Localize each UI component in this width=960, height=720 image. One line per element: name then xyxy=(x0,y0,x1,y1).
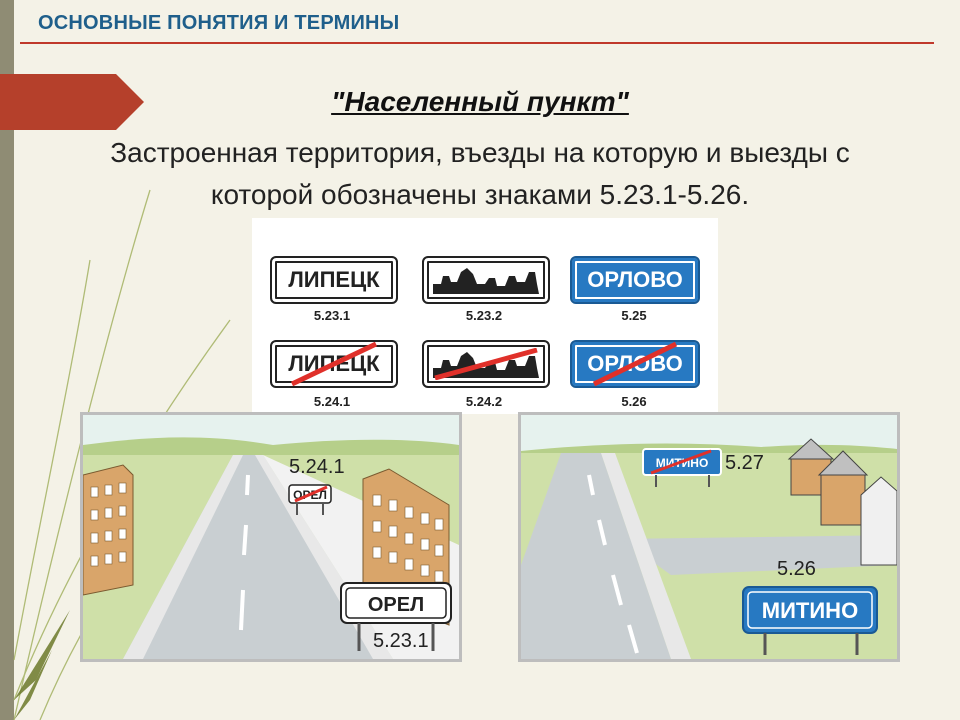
sign-5-25: ОРЛОВО xyxy=(570,256,700,304)
sign-code-5-24-2: 5.24.2 xyxy=(465,394,503,409)
scene-left-near-sign: ОРЕЛ 5.23.1 xyxy=(340,582,452,652)
sign-code-5-23-1: 5.23.1 xyxy=(313,308,351,323)
term-title: "Населенный пункт" xyxy=(331,86,629,117)
building-left xyxy=(83,464,134,596)
left-bar xyxy=(0,0,14,720)
sign-code-5-26: 5.26 xyxy=(621,394,647,409)
signs-panel: ЛИПЕЦК 5.23.1 5.23.2 ОРЛОВО 5.25 ЛИПЕЦК … xyxy=(252,218,718,414)
sign-code-5-25: 5.25 xyxy=(621,308,647,323)
definition-line-2: которой обозначены знаками 5.23.1-5.26. xyxy=(210,179,750,210)
city-silhouette-icon xyxy=(433,268,539,294)
houses xyxy=(787,438,897,566)
city-silhouette-crossed-icon xyxy=(433,348,539,380)
scene-left-entry-exit: 5.24.1 ОРЕЛ ОРЕЛ 5.23.1 xyxy=(80,412,462,662)
scene-left-near-code: 5.23.1 xyxy=(373,630,429,652)
sign-5-24-2 xyxy=(422,340,550,388)
page-header: ОСНОВНЫЕ ПОНЯТИЯ И ТЕРМИНЫ xyxy=(38,12,400,34)
sign-5-23-2 xyxy=(422,256,550,304)
scene-left-near-text: ОРЕЛ xyxy=(368,594,424,616)
sign-5-26: ОРЛОВО xyxy=(570,340,700,388)
scene-right-entry-exit: МИТИНО 5.27 5.26 МИТИНО xyxy=(518,412,900,662)
sign-5-25-text: ОРЛОВО xyxy=(587,267,683,292)
scene-right-illustration: МИТИНО 5.27 5.26 МИТИНО xyxy=(521,415,897,659)
sign-code-5-24-1: 5.24.1 xyxy=(313,394,351,409)
cross-out-icon xyxy=(290,342,378,386)
scene-left-far-sign: 5.24.1 ОРЕЛ xyxy=(288,456,345,515)
term-definition: Застроенная территория, въезды на котору… xyxy=(0,132,960,216)
scene-right-far-code: 5.27 xyxy=(725,452,764,474)
sign-5-24-1: ЛИПЕЦК xyxy=(270,340,398,388)
scene-left-far-code: 5.24.1 xyxy=(289,456,345,478)
sign-5-23-1: ЛИПЕЦК xyxy=(270,256,398,304)
sign-5-23-1-text: ЛИПЕЦК xyxy=(288,267,380,292)
definition-line-1: Застроенная территория, въезды на котору… xyxy=(110,137,850,168)
scene-left-illustration: 5.24.1 ОРЕЛ ОРЕЛ 5.23.1 xyxy=(83,415,459,659)
scene-right-near-text: МИТИНО xyxy=(762,598,858,623)
scene-right-near-sign: 5.26 МИТИНО xyxy=(742,558,878,655)
header-divider xyxy=(20,42,934,44)
sign-code-5-23-2: 5.23.2 xyxy=(465,308,503,323)
scene-right-far-sign: МИТИНО 5.27 xyxy=(642,448,764,487)
scene-right-near-code: 5.26 xyxy=(777,558,816,580)
cross-out-icon xyxy=(592,342,678,386)
arrow-marker xyxy=(0,74,144,130)
